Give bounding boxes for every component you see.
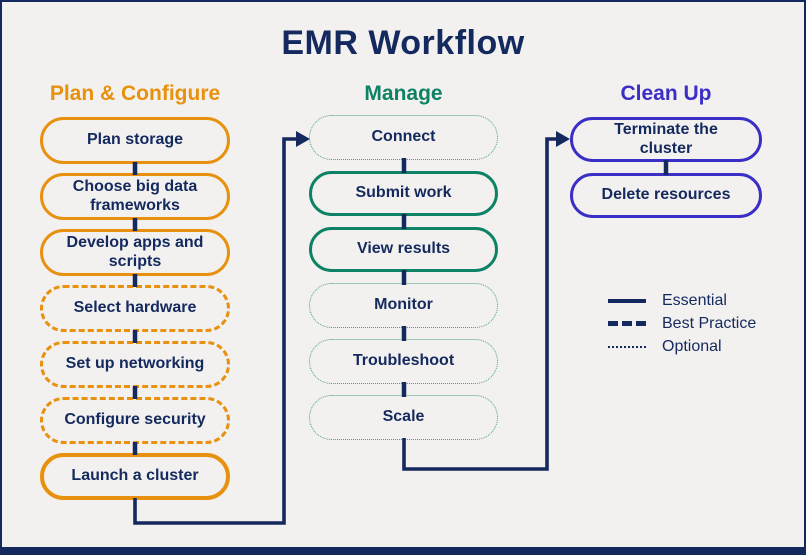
diagram-title: EMR Workflow: [281, 24, 525, 62]
step-set-up-networking: Set up networking: [40, 341, 230, 388]
legend-label-essential: Essential: [662, 291, 727, 309]
arrowhead-to-connect: [296, 131, 310, 147]
step-choose-frameworks: Choose big data frameworks: [40, 173, 230, 220]
legend-row-best-practice: Best Practice: [608, 315, 756, 332]
step-monitor: Monitor: [309, 283, 498, 328]
step-configure-security: Configure security: [40, 397, 230, 444]
step-terminate-cluster: Terminate the cluster: [570, 117, 762, 162]
step-select-hardware: Select hardware: [40, 285, 230, 332]
legend-row-optional: Optional: [608, 338, 756, 355]
bottom-accent-bar: [2, 547, 804, 553]
step-develop-apps: Develop apps and scripts: [40, 229, 230, 276]
step-launch-cluster: Launch a cluster: [40, 453, 230, 500]
step-delete-resources: Delete resources: [570, 173, 762, 218]
arrowhead-to-terminate: [556, 131, 570, 147]
column-heading-manage: Manage: [364, 82, 443, 105]
column-heading-plan-configure: Plan & Configure: [49, 82, 221, 105]
step-submit-work: Submit work: [309, 171, 498, 216]
step-connect: Connect: [309, 115, 498, 160]
step-troubleshoot: Troubleshoot: [309, 339, 498, 384]
essential-line-swatch: [608, 298, 646, 303]
step-plan-storage: Plan storage: [40, 117, 230, 164]
optional-line-swatch: [608, 345, 646, 348]
legend: Essential Best Practice Optional: [608, 292, 756, 355]
column-heading-clean-up: Clean Up: [620, 82, 712, 105]
best-practice-line-swatch: [608, 321, 646, 326]
step-scale: Scale: [309, 395, 498, 440]
legend-row-essential: Essential: [608, 292, 756, 309]
step-view-results: View results: [309, 227, 498, 272]
legend-label-best-practice: Best Practice: [662, 314, 757, 332]
legend-label-optional: Optional: [662, 337, 722, 355]
